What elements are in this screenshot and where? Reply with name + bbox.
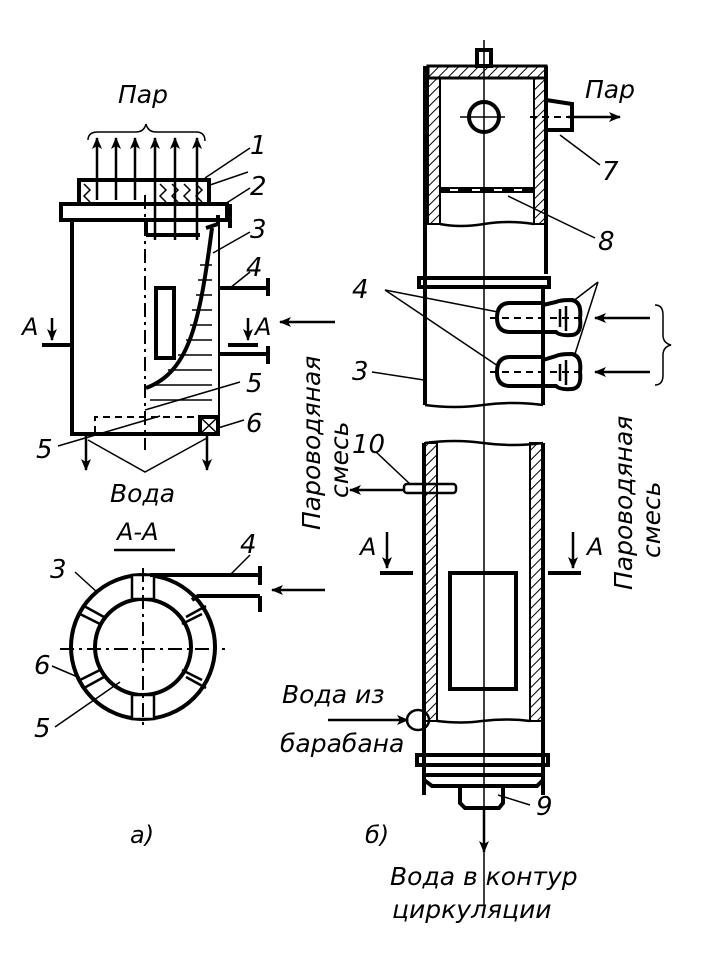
lower-wall-right [529,442,543,722]
lid-lip [227,204,232,228]
svg-text:3: 3 [250,215,267,245]
water-from-drum-label-2: барабана [280,729,404,758]
svg-text:4: 4 [352,275,369,305]
svg-text:8: 8 [598,227,615,257]
svg-text:2: 2 [250,172,267,202]
svg-text:5: 5 [36,435,53,465]
perforated-plate-8 [440,187,534,193]
panel-a-section-aa: А-А 3 4 6 5 а) [34,518,325,849]
callouts-panel-b: 7 8 4 3 10 9 [352,134,619,822]
svg-text:3: 3 [50,555,67,585]
callouts-panel-a: 1 2 3 4 5 5 6 [36,131,267,465]
svg-text:6: 6 [34,651,51,681]
svg-text:10: 10 [352,430,385,460]
water-to-circuit-label-2: циркуляции [392,895,552,924]
break-line-1 [439,220,535,228]
mixture-label-vertical-b: Пароводянаясмесь [609,416,666,590]
panel-a-cyclone-side-view: Пар [20,80,335,508]
water-to-circuit-label-1: Вода в контур [390,862,578,891]
svg-text:7: 7 [602,157,619,187]
section-letter-left-a: А [20,313,38,341]
caption-a: а) [130,821,154,849]
drain-nozzle-9 [458,786,505,810]
section-letter-right-a: А [253,313,271,341]
svg-text:4: 4 [246,253,263,283]
svg-text:5: 5 [34,714,51,744]
bottom-cap [422,765,545,788]
inlet-window-b [448,571,518,691]
water-from-drum-label-1: Вода из [282,680,385,709]
section-title-aa: А-А [115,518,159,546]
inlet-window [154,286,176,360]
steam-label-a: Пар [118,80,168,109]
upper-wall-left [427,77,441,225]
callouts-section-aa: 3 4 6 5 [34,530,257,744]
svg-text:4: 4 [240,530,257,560]
mid-flange [417,276,551,289]
bottom-rib-6 [198,415,220,436]
panel-b-remote-cyclone: Пар А А [280,40,672,924]
break-line-3 [424,439,544,447]
swirl-guide-3 [145,227,214,390]
steam-label-b: Пар [585,75,635,104]
break-line-2 [424,401,544,409]
steam-outlet-7 [545,98,574,132]
sampling-tube-10 [402,482,458,495]
svg-text:5: 5 [246,369,263,399]
inlet-brace [654,304,672,386]
svg-text:1: 1 [250,131,267,161]
svg-text:6: 6 [246,409,263,439]
svg-text:9: 9 [536,792,553,822]
louver-plates [82,183,204,203]
section-letter-right-b: А [585,533,603,561]
water-label-a: Вода [110,479,175,508]
caption-b: б) [365,821,389,849]
top-cover-hatched [426,64,548,80]
steam-outflow-arrows [92,137,202,240]
section-letter-left-b: А [358,533,376,561]
section-inlet-nozzle-bottom [190,594,260,602]
svg-text:3: 3 [352,357,369,387]
mixture-label-vertical-a: Пароводянаясмесь [297,356,354,530]
bottom-flange [415,753,550,767]
steam-brace [87,123,206,142]
bottom-plate-5 [94,416,205,433]
